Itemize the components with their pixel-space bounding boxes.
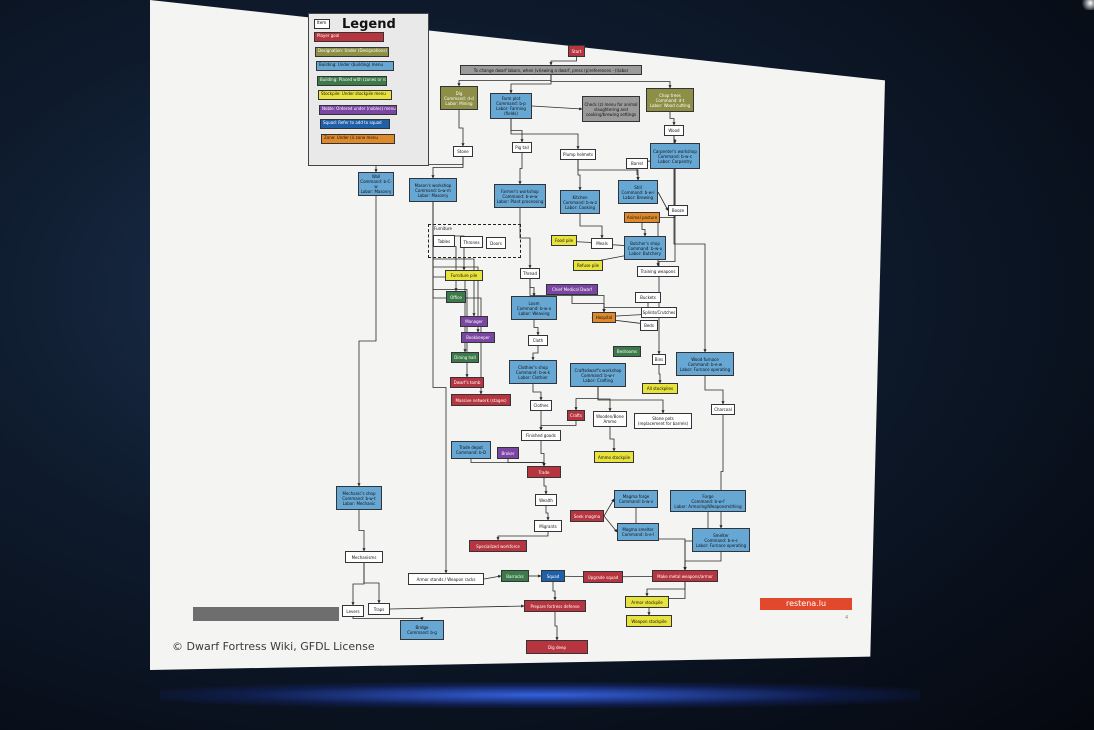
node-levers: Levers (342, 605, 364, 617)
legend-item: Building: Placed with (zones or rooms) (317, 75, 387, 86)
node-armor-stockpile: Armor stockpile (625, 596, 669, 608)
legend-item: Noble: Ordered under (nobles) menu (319, 104, 397, 115)
node-manager: Manager (460, 316, 488, 327)
node-loom: Loom Command: b-w-o Labor: Weaving (511, 296, 557, 320)
node-refuse-pile: Refuse pile (573, 260, 603, 271)
node-bedrooms: Bedrooms (613, 346, 641, 357)
node-doors: Doors (486, 237, 506, 249)
node-masons: Mason's workshop Command: b-w-m Labor: M… (409, 178, 457, 202)
node-barracks: Barracks (501, 570, 529, 582)
node-ammo-stockpile: Ammo stockpile (594, 451, 634, 463)
node-magma-forge: Magma forge Command: b-w-v (614, 490, 658, 508)
node-office: Office (446, 291, 466, 303)
node-bridge: Bridge Command: b-g (400, 620, 444, 640)
node-traps: Traps (368, 603, 390, 615)
node-booze: Booze (668, 205, 688, 216)
node-finished-goods: Finished goods (521, 430, 561, 441)
node-check-menu: Check (z) menu for animal slaughtering a… (582, 96, 640, 122)
legend-item: Squad: Refer to add to squad (320, 119, 390, 129)
node-wealth: Wealth (535, 494, 557, 506)
legend-item: Designation: Under (Designations) menu (315, 46, 389, 57)
node-trade: Trade (527, 466, 561, 478)
node-armor-stands: Armor stands / Weapon racks (408, 573, 484, 585)
node-upgrade-squad: Upgrade squad (583, 571, 623, 583)
node-butchers: Butcher's shop Command: b-w-u Labor: But… (624, 236, 666, 260)
footer-bar (193, 607, 339, 621)
node-plump-helmets: Plump helmets (560, 149, 596, 160)
node-wood-furnace: Wood furnace Command: b-e-w Labor: Furna… (676, 352, 734, 376)
legend-item: Stockpile: Under stockpile menu (318, 90, 392, 100)
node-dining-hall: Dining hall (451, 352, 479, 363)
brand-logo: restena.lu (760, 598, 852, 610)
node-smelter: Smelter Command: b-e-s Labor: Furnace op… (692, 528, 750, 552)
node-buckets: Buckets (635, 292, 661, 303)
node-tables: Tables (433, 235, 455, 247)
node-forge: Forge Command: b-w-f Labor: Armoring/Wea… (670, 490, 746, 512)
node-bookkeeper: Bookkeeper (461, 332, 495, 343)
node-change-labors: To change dwarf labors, when (v)iewing a… (460, 65, 642, 75)
node-broker: Broker (497, 447, 519, 459)
ceiling-light (1082, 0, 1094, 10)
node-carpenters: Carpenter's workshop Command: b-w-c Labo… (650, 143, 700, 169)
node-barrel: Barrel (626, 158, 648, 169)
node-stone: Stone (453, 146, 473, 157)
legend-title: Legend (342, 17, 396, 32)
node-furniture-pile: Furniture pile (445, 270, 483, 281)
node-clothes: Clothes (530, 400, 552, 411)
node-charcoal: Charcoal (711, 404, 735, 415)
node-specialized-workforce: Specialized workforce (469, 540, 527, 552)
node-pig-tail: Pig tail (512, 142, 532, 153)
node-animal-pasture: Animal pasture (624, 212, 660, 223)
node-stone-pots: Stone pots (replacement for barrels) (634, 413, 692, 429)
node-thread: Thread (520, 268, 540, 279)
node-farm-plot: Farm plot Command: b-p Labor: Farming (f… (490, 93, 532, 119)
furniture-group (428, 224, 521, 258)
node-massive-network: Massive network (stages) (451, 394, 511, 406)
node-weapon-stockpile: Weapon stockpile (626, 615, 672, 627)
projector-glow (160, 682, 920, 708)
node-start: Start (568, 45, 585, 57)
node-dig-deep: Dig deep (526, 640, 588, 654)
legend-note: Item (314, 19, 330, 29)
node-dwarfs-tomb: Dwarf's tomb (450, 377, 484, 388)
node-cloth: Cloth (528, 335, 548, 346)
page-number: 4 (845, 615, 849, 621)
node-wall: Wall Command: b-C-w Labor: Masonry (358, 172, 394, 196)
legend-item: Player goal (314, 32, 384, 42)
node-magma-smelter: Magma smelter Command: b-e-l (617, 523, 659, 541)
node-training-weapons: Training weapons (637, 266, 679, 277)
node-crafts: Crafts (567, 410, 585, 421)
credit-text: © Dwarf Fortress Wiki, GFDL License (172, 640, 375, 653)
node-farmers: Farmer's workshop Command: b-w-w Labor: … (494, 184, 546, 208)
node-migrants: Migrants (534, 520, 562, 532)
node-squad: Squad (541, 570, 565, 582)
node-mechanisms: Mechanisms (345, 551, 383, 563)
node-mechanics: Mechanic's shop Command: b-w-t Labor: Me… (336, 486, 382, 510)
node-craftsdwarfs: Craftsdwarf's workshop Command: b-w-r La… (570, 363, 626, 387)
node-kitchen: Kitchen Command: b-w-z Labor: Cooking (560, 190, 600, 214)
node-bins: Bins (652, 354, 666, 365)
node-splints: Splints/Crutches (641, 307, 677, 318)
node-beds: Beds (640, 320, 658, 331)
node-all-stockpiles: All stockpiles (642, 383, 678, 394)
node-thrones: Thrones (460, 236, 483, 248)
node-still: Still Command: b-w-l Labor: Brewing (618, 180, 658, 204)
node-clothiers: Clothier's shop Command: b-w-k Labor: Cl… (509, 360, 557, 384)
node-seek-magma: Seek magma (570, 510, 604, 522)
node-dig: Dig Command: d-d Labor: Mining (440, 86, 478, 110)
node-wooden-bolts: Wooden/Bone Ammo (593, 411, 627, 427)
node-meals: Meals (591, 238, 613, 249)
node-hospital: Hospital (592, 312, 616, 323)
node-prepare-defense: Prepare fortress defense (524, 600, 586, 612)
furniture-group-label: Furniture (434, 226, 452, 231)
node-chief-medical: Chief Medical Dwarf (546, 284, 598, 295)
node-wood: Wood (664, 125, 684, 136)
node-chop-trees: Chop trees Command: d-t Labor: Wood cutt… (646, 88, 694, 112)
legend-item: Building: Under (building) menu (316, 61, 394, 71)
legend-item: Zone: Under (i) zone menu (321, 133, 395, 144)
node-trade-depot: Trade depot Command: b-D (451, 441, 491, 459)
node-food-pile: Food pile (551, 235, 577, 246)
node-make-metal: Make metal weapons/armor (652, 570, 718, 582)
